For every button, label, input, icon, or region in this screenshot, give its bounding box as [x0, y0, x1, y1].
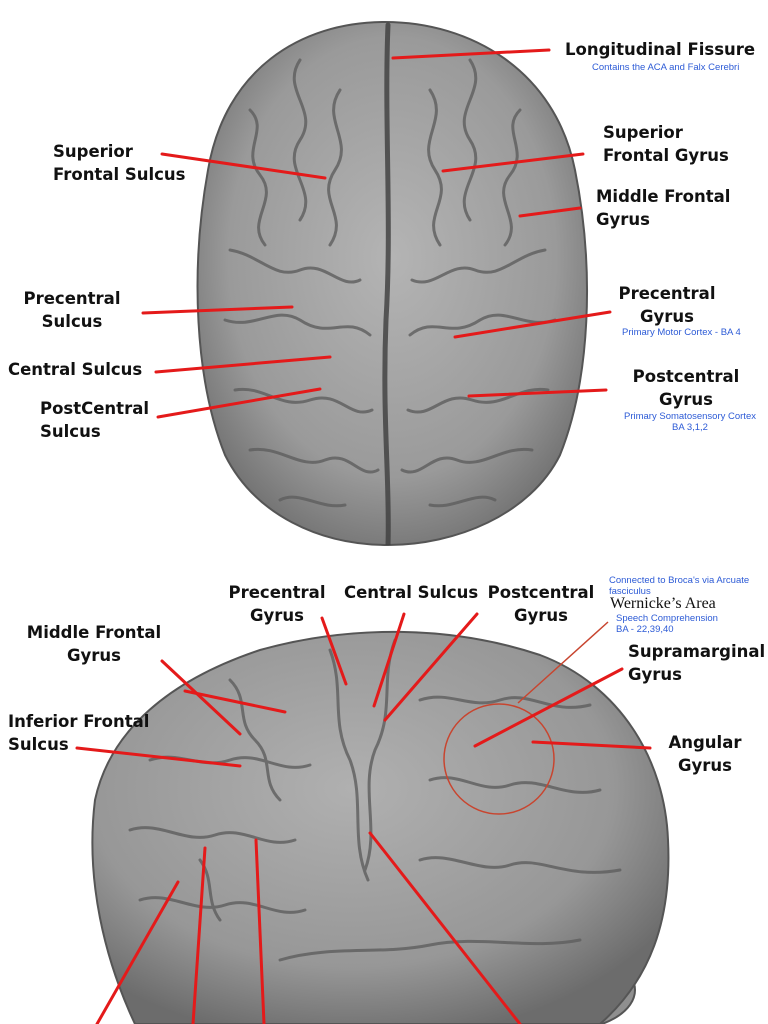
note-wernicke-connection: Connected to Broca's via Arcuate fascicu… [609, 575, 750, 597]
note-longitudinal-fissure: Contains the ACA and Falx Cerebri [592, 62, 740, 73]
brain-top-view [196, 20, 588, 547]
label-inferior-frontal-sulcus: Inferior Frontal Sulcus [8, 712, 150, 754]
label-supramarginal-gyrus: Supramarginal Gyrus [628, 642, 766, 684]
wernicke-pointer-line [517, 621, 609, 704]
label-postcentral-gyrus-lateral: Postcentral Gyrus [487, 583, 595, 625]
note-postcentral-gyrus: Primary Somatosensory Cortex BA 3,1,2 [624, 411, 756, 433]
label-superior-frontal-sulcus: Superior Frontal Sulcus [53, 142, 186, 184]
note-wernicke-function: Speech Comprehension BA - 22,39,40 [616, 613, 718, 635]
label-postcentral-gyrus-top: Postcentral Gyrus [632, 367, 740, 409]
wernicke-area-circle [443, 703, 555, 815]
label-precentral-gyrus-lateral: Precentral Gyrus [228, 583, 326, 625]
label-precentral-sulcus: Precentral Sulcus [23, 289, 121, 331]
label-central-sulcus-lateral: Central Sulcus [344, 583, 479, 602]
leader-lines [75, 48, 652, 1024]
note-precentral-gyrus: Primary Motor Cortex - BA 4 [622, 327, 741, 338]
label-postcentral-sulcus: PostCentral Sulcus [40, 399, 149, 441]
label-angular-gyrus: Angular Gyrus [668, 733, 742, 775]
label-superior-frontal-gyrus: Superior Frontal Gyrus [603, 123, 729, 165]
label-middle-frontal-gyrus-lateral: Middle Frontal Gyrus [26, 623, 162, 665]
label-precentral-gyrus-top: Precentral Gyrus [618, 284, 716, 326]
label-middle-frontal-gyrus: Middle Frontal Gyrus [596, 187, 731, 229]
label-longitudinal-fissure: Longitudinal Fissure [565, 40, 756, 59]
label-central-sulcus-top: Central Sulcus [8, 360, 143, 379]
label-wernicke-area: Wernicke’s Area [610, 595, 716, 612]
